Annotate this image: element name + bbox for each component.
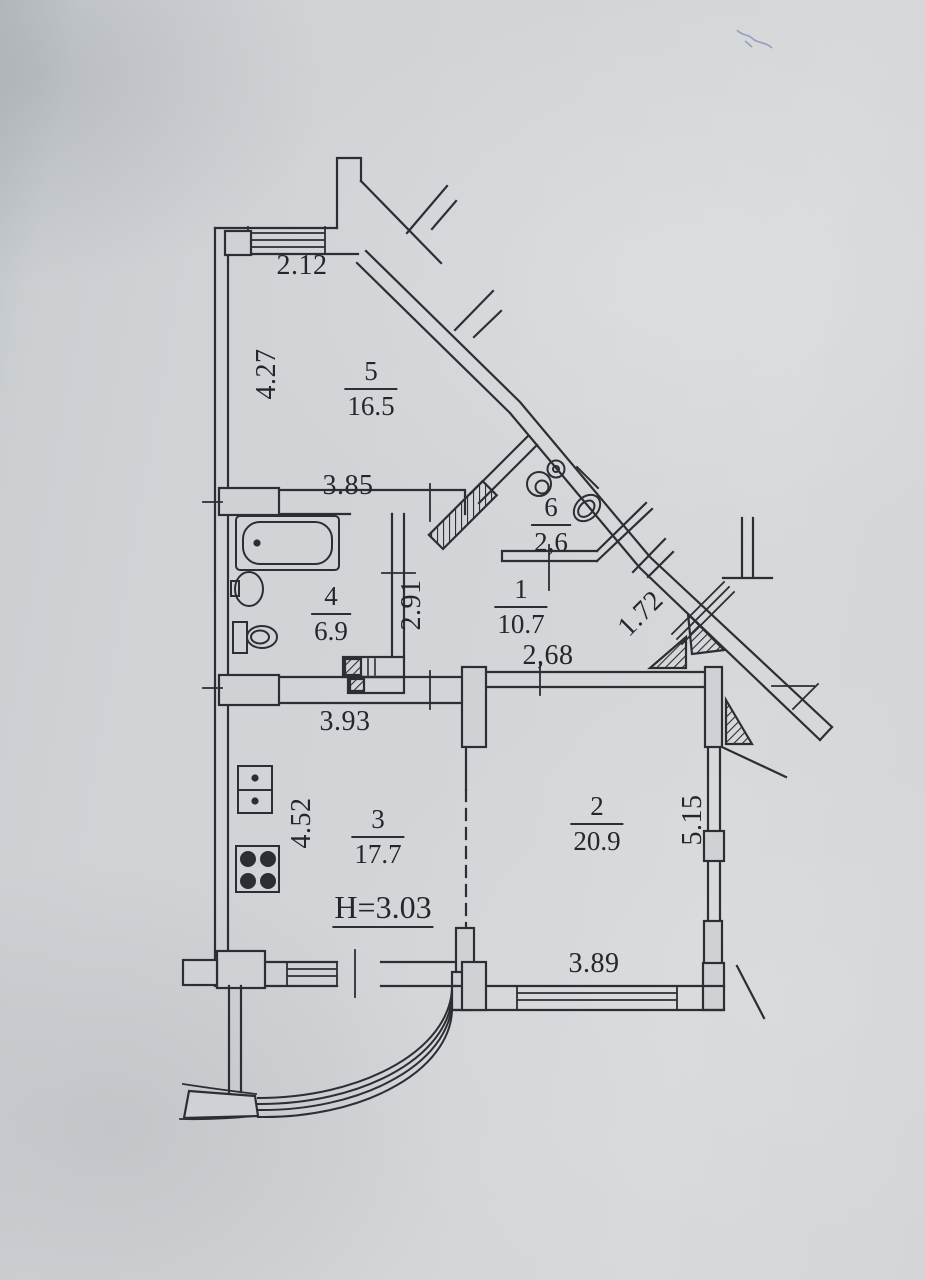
bathroom-wall [390,512,406,659]
room-number: 6 [544,492,558,522]
window-room2 [516,986,678,1011]
bathtub [235,515,340,571]
wall-break-ticks [631,537,675,579]
window-top [247,226,326,255]
room-area: 10.7 [494,606,548,638]
room-number: 3 [371,804,385,834]
pen-scribble [736,29,773,49]
dim-room5-bottom: 3.85 [322,470,374,501]
room-area: 6.9 [311,613,351,645]
entry-opening-ticks [453,289,503,339]
room-area: 16.5 [344,388,398,420]
room-number: 1 [514,574,528,604]
bathroom-toilet [232,621,278,654]
room-area: 20.9 [570,823,624,855]
room-label-3: 3 17.7 [351,804,405,868]
dim-room2-bottom: 3.89 [568,948,620,979]
room-area: 17.7 [351,836,405,868]
room-number: 4 [324,581,338,611]
walls [179,156,834,1121]
dim-hall-top: 2,68 [522,640,574,671]
dim-top-wall: 2.12 [276,250,328,281]
room-label-6: 6 2,6 [531,494,571,556]
dim-kitchen-top: 3.93 [319,706,371,737]
stove [235,845,280,893]
room-number: 2 [590,791,604,821]
wc-toilet [572,465,602,523]
dim-room2-right: 5.15 [677,794,708,846]
stair-wall-break [359,179,458,265]
kitchen-sink [237,765,273,814]
corner-tick [735,964,766,1020]
wc-door [427,479,499,551]
diagonal-wall-inner [355,261,822,742]
room-label-1: 1 10.7 [494,574,548,638]
loggia-corner [647,516,820,779]
dim-kitchen-left: 4.52 [286,797,317,849]
dim-bath-wall: 2.91 [396,579,427,631]
room-area: 2,6 [531,524,571,556]
diagonal-wall-outer [364,249,834,729]
room-number: 5 [364,356,378,386]
room-label-5: 5 16.5 [344,356,398,420]
ceiling-height-label: H=3.03 [332,891,434,928]
balcony [179,982,454,1121]
bathroom-sink [230,571,264,607]
top-notch [335,156,363,230]
window-kitchen [286,962,338,987]
vent-shaft [341,655,406,695]
room-label-4: 4 6.9 [311,583,351,645]
wc-walls [468,434,654,591]
room-label-2: 2 20.9 [570,791,624,855]
wc-sink [526,459,566,497]
dim-left-wall: 4.27 [251,348,282,400]
